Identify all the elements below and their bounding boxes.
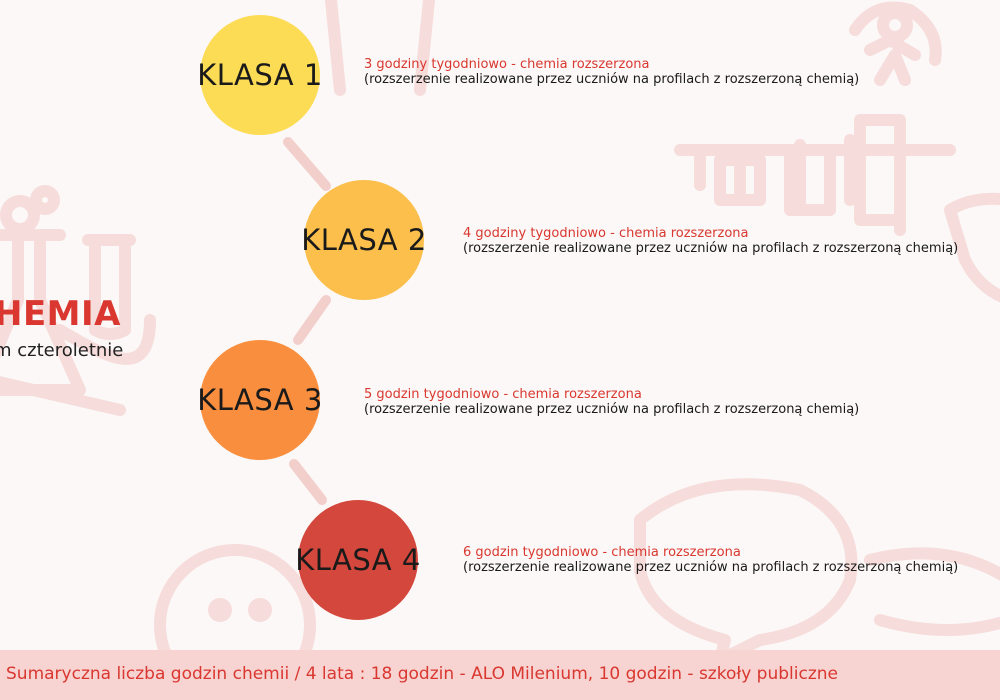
connector-lines [283,137,331,505]
footer-banner: Sumaryczna liczba godzin chemii / 4 lata… [0,650,1000,700]
lab-flask-icon [0,185,156,416]
page-subtitle: m czteroletnie [0,340,124,361]
klasa-1-info: 3 godziny tygodniowo - chemia rozszerzon… [364,57,859,87]
klasa-3-info: 5 godzin tygodniowo - chemia rozszerzona… [364,387,859,417]
klasa-2-label: KLASA 2 [301,223,427,257]
book-icon [324,0,436,96]
klasa-2-circle: KLASA 2 [301,180,427,300]
speech-bubble-icon [634,478,1000,666]
klasa-2-note: (rozszerzenie realizowane przez uczniów … [463,241,959,256]
klasa-4-note: (rozszerzenie realizowane przez uczniów … [463,560,959,575]
klasa-1-circle: KLASA 1 [197,15,323,135]
person-icon [849,1,942,86]
klasa-1-note: (rozszerzenie realizowane przez uczniów … [364,72,860,87]
page-title: HEMIA [0,294,121,334]
klasa-4-hours: 6 godzin tygodniowo - chemia rozszerzona [463,545,741,560]
klasa-3-circle: KLASA 3 [197,340,323,460]
klasa-2-hours: 4 godziny tygodniowo - chemia rozszerzon… [463,226,749,241]
klasa-1-label: KLASA 1 [197,58,323,92]
klasa-3-label: KLASA 3 [197,383,323,417]
klasa-4-label: KLASA 4 [295,543,421,577]
klasa-4-info: 6 godzin tygodniowo - chemia rozszerzona… [463,545,958,575]
bar-chart-icon [674,114,956,236]
klasa-4-circle: KLASA 4 [295,500,421,620]
klasa-3-hours: 5 godzin tygodniowo - chemia rozszerzona [364,387,642,402]
klasa-3-note: (rozszerzenie realizowane przez uczniów … [364,402,860,417]
smiley-face-icon [154,544,316,700]
shield-icon [944,192,1000,303]
footer-summary: Sumaryczna liczba godzin chemii / 4 lata… [6,664,838,684]
klasa-2-info: 4 godziny tygodniowo - chemia rozszerzon… [463,226,958,256]
klasa-1-hours: 3 godziny tygodniowo - chemia rozszerzon… [364,57,650,72]
